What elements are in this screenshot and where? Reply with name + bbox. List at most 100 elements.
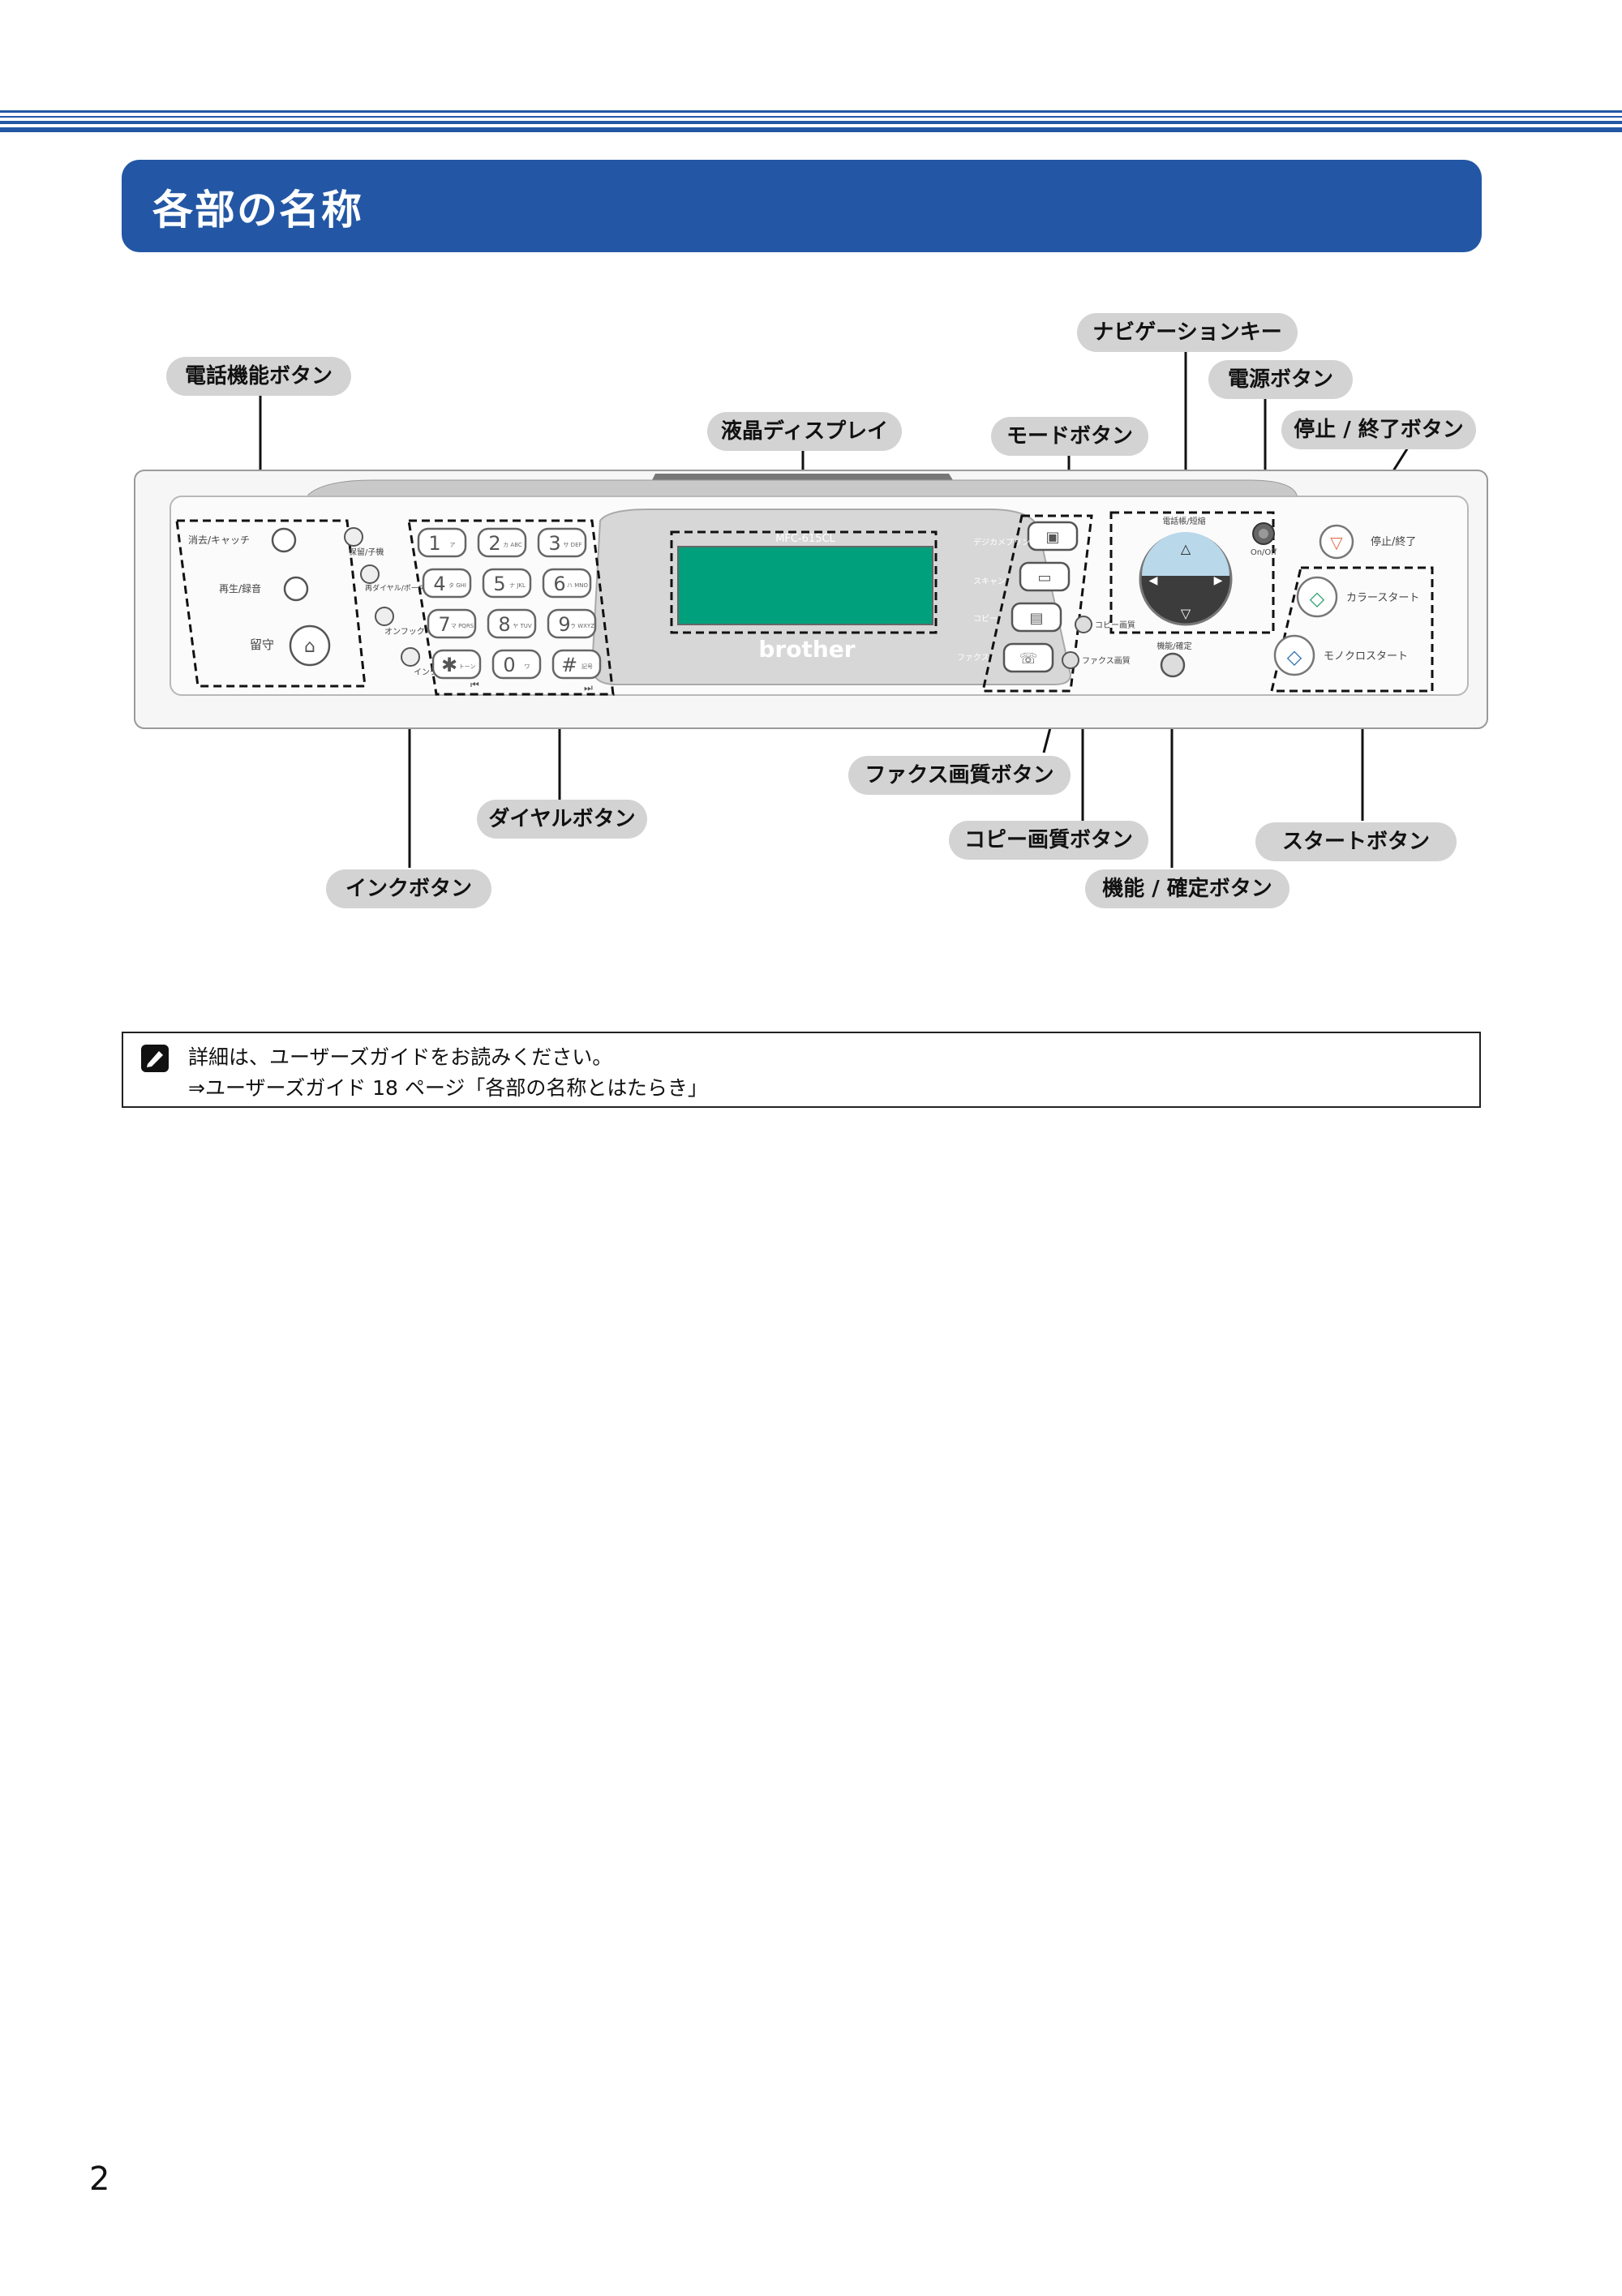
stop-icon: ▽ — [1330, 533, 1343, 552]
fax-quality-button[interactable] — [1062, 651, 1079, 669]
fax-quality-label: ファクス画質 — [1082, 655, 1131, 666]
pencil-icon — [141, 1045, 169, 1072]
phone-buttons-callout-box — [175, 519, 367, 688]
dial-key-number: 4 — [433, 573, 445, 595]
dial-key-number: 2 — [488, 532, 500, 555]
dial-key-body — [542, 568, 592, 599]
mono-start-label: モノクロスタート — [1324, 650, 1408, 663]
dial-key-number: # — [561, 654, 577, 676]
mode-photo-label: デジカメプリント — [973, 537, 1038, 547]
dial-key-body — [491, 649, 542, 680]
dial-key[interactable]: ✱トーン — [431, 649, 482, 680]
dial-key-number: 8 — [498, 613, 510, 636]
dial-key-number: 3 — [548, 532, 560, 555]
mode-scan-label: スキャン — [973, 577, 1006, 586]
dial-key-body — [487, 608, 537, 639]
erase-catch-button[interactable] — [271, 527, 297, 553]
label-navigation-keys: ナビゲーションキー — [1077, 313, 1298, 352]
label-mode-buttons: モードボタン — [991, 417, 1148, 456]
function-button[interactable] — [1160, 652, 1186, 678]
ink-button[interactable] — [401, 647, 420, 667]
copy-quality-button[interactable] — [1075, 616, 1092, 633]
label-fax-quality-button: ファクス画質ボタン — [848, 756, 1071, 795]
dial-key-body — [431, 649, 482, 680]
answer-label: 留守 — [250, 637, 274, 652]
skip-back-icon: ⏮ — [470, 679, 479, 690]
note-text: 詳細は、ユーザーズガイドをお読みください。 — [188, 1045, 613, 1069]
dial-key-letters: ラ WXYZ — [570, 623, 594, 629]
dial-key-number: ✱ — [441, 654, 457, 676]
dial-key-number: 7 — [438, 613, 450, 636]
dial-key-letters: マ PQRS — [451, 623, 474, 629]
dial-key-letters: 記号 — [581, 663, 593, 670]
mode-buttons-callout-box — [981, 514, 1093, 693]
dial-key-letters: タ GHI — [448, 582, 466, 589]
dial-key-body — [427, 608, 477, 639]
mode-button-photo[interactable]: ▣ — [1027, 521, 1079, 551]
dial-key-letters: カ ABC — [503, 542, 522, 548]
dial-key-number: 9 — [558, 613, 570, 636]
note-box: 詳細は、ユーザーズガイドをお読みください。 ⇒ユーザーズガイド 18 ページ「各… — [122, 1032, 1481, 1108]
dial-key[interactable]: # 記号 — [551, 649, 602, 680]
mode-copy-label: コピー — [973, 614, 998, 624]
lcd-model: MFC-615CL — [775, 533, 835, 545]
page-number: 2 — [89, 2161, 110, 2198]
nav-up-icon[interactable]: △ — [1181, 541, 1191, 556]
dial-key-number: 1 — [428, 532, 440, 555]
nav-right-icon[interactable]: ▶ — [1214, 574, 1223, 587]
lcd-screen — [677, 546, 933, 625]
label-power-button: 電源ボタン — [1208, 360, 1353, 399]
control-panel-illustration: MFC-615CL brother 消去/キャッチ 再生/録音 留守 ⌂ 保留/… — [134, 470, 1488, 729]
dial-key-number: 5 — [493, 573, 505, 595]
dial-key-letters: ワ — [525, 663, 530, 670]
mode-button-copy[interactable]: ▤ — [1011, 602, 1062, 633]
dial-key-letters: ハ MNO — [567, 582, 589, 589]
copy-quality-label: コピー画質 — [1095, 620, 1135, 630]
answer-button[interactable] — [289, 624, 331, 667]
dial-key-body — [477, 527, 527, 558]
mono-start-button[interactable] — [1273, 634, 1315, 676]
phonebook-label: 電話帳/短縮 — [1162, 516, 1205, 526]
redial-button[interactable] — [360, 564, 380, 584]
onhook-button[interactable] — [375, 607, 394, 626]
nav-left-icon[interactable]: ◀ — [1149, 574, 1158, 587]
hold-label: 保留/子機 — [349, 547, 384, 557]
scan-icon: ▭ — [1037, 569, 1051, 586]
power-icon — [1259, 529, 1268, 539]
note-reference: ⇒ユーザーズガイド 18 ページ「各部の名称とはたらき」 — [188, 1076, 708, 1100]
photo-icon: ▣ — [1045, 529, 1059, 546]
mode-button-scan[interactable]: ▭ — [1019, 561, 1071, 592]
mode-button-fax[interactable]: ☏ — [1002, 642, 1054, 673]
stop-button[interactable] — [1319, 524, 1354, 560]
play-record-label: 再生/録音 — [219, 582, 261, 594]
hold-button[interactable] — [344, 527, 363, 547]
dial-key-body — [547, 608, 597, 639]
header-rule — [0, 121, 1622, 124]
section-banner: 各部の名称 — [122, 160, 1482, 252]
nav-down-icon[interactable]: ▽ — [1181, 606, 1191, 621]
mode-fax-label: ファクス — [957, 653, 989, 663]
lcd-callout-box — [670, 530, 938, 634]
dial-key-body — [551, 649, 602, 680]
header-rule — [0, 127, 1622, 132]
play-record-button[interactable] — [283, 576, 309, 602]
color-start-button[interactable] — [1296, 576, 1338, 618]
function-label: 機能/確定 — [1156, 641, 1191, 651]
skip-forward-icon: ⏭ — [584, 682, 593, 693]
dial-key-body — [537, 527, 587, 558]
dial-key-letters: ア — [450, 542, 456, 548]
dial-key-number: 0 — [503, 654, 515, 676]
stop-label: 停止/終了 — [1371, 535, 1416, 548]
dial-key-letters: ヤ TUV — [513, 623, 532, 629]
dial-buttons-callout-box — [407, 519, 615, 696]
